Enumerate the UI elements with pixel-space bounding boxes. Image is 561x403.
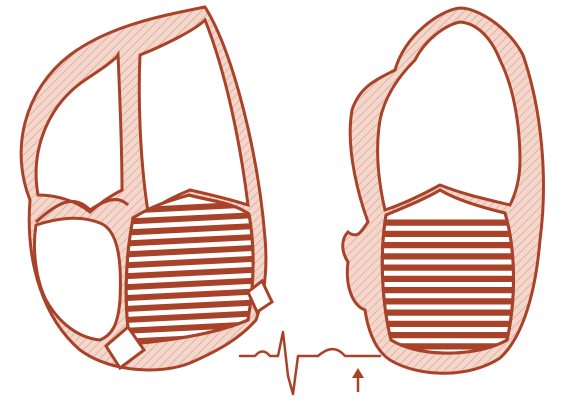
right-atrium-chamber bbox=[139, 20, 248, 212]
right-heart-section bbox=[343, 8, 544, 373]
ecg-trace bbox=[240, 332, 380, 394]
left-lower-chamber bbox=[34, 218, 120, 340]
arrow-up-icon bbox=[352, 368, 364, 392]
right-ventricle-chamber bbox=[382, 190, 513, 353]
left-heart-section bbox=[21, 7, 272, 370]
